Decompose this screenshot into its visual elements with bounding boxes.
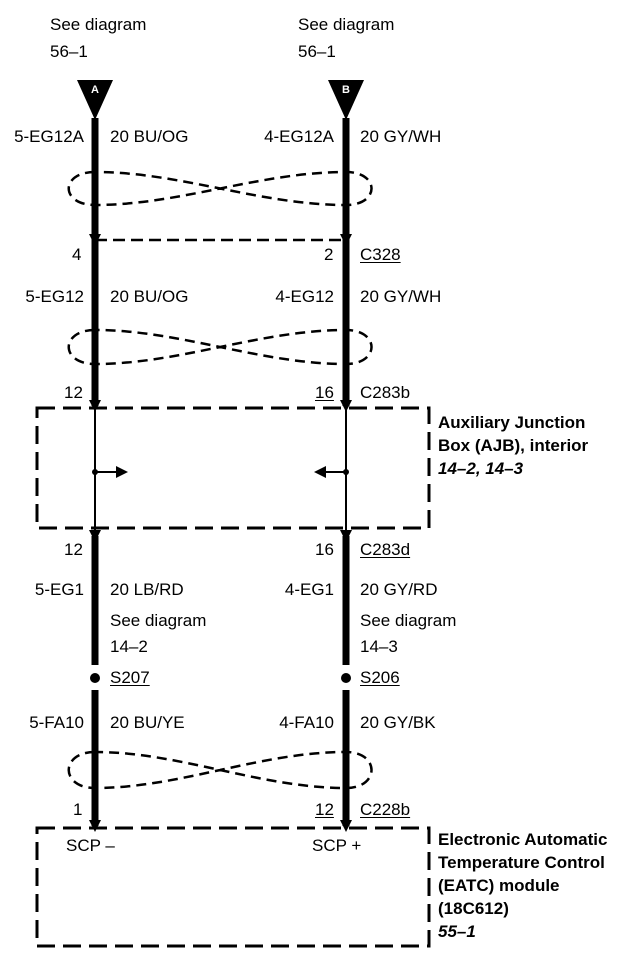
splice-dot-s206: [341, 673, 351, 683]
splice-dashes: [91, 600, 350, 665]
twisted-pair-3: [67, 750, 373, 790]
c328-connector-id: C328: [360, 245, 401, 264]
eatc-label-line4: (18C612): [438, 899, 509, 918]
ajb-page-ref: 14–2, 14–3: [438, 459, 524, 478]
eatc-pin-scp-minus: SCP –: [66, 836, 115, 855]
eatc-label-line2: Temperature Control: [438, 853, 605, 872]
right-page-ref: 14–3: [360, 637, 398, 656]
eatc-pin-scp-plus: SCP +: [312, 836, 362, 855]
seg3-left-wire: 20 LB/RD: [110, 580, 184, 599]
seg2-right-wire: 20 GY/WH: [360, 287, 442, 306]
seg4-left-circuit: 5-FA10: [29, 713, 84, 732]
seg3-right-circuit: 4-EG1: [284, 580, 334, 599]
seg3-left-circuit: 5-EG1: [34, 580, 84, 599]
eatc-box: [35, 820, 431, 948]
seg3-right-wire: 20 GY/RD: [360, 580, 438, 599]
seg4-right-wire: 20 GY/BK: [360, 713, 436, 732]
c283d-right-pin: 16: [315, 540, 334, 559]
seg2-left-circuit: 5-EG12: [25, 287, 84, 306]
seg4-left-wire: 20 BU/YE: [110, 713, 185, 732]
eatc-label-line3: (EATC) module: [438, 876, 560, 895]
ajb-box: [35, 400, 431, 542]
c228b-right-pin: 12: [315, 800, 334, 819]
eatc-page-ref: 55–1: [438, 922, 476, 941]
connector-marker-b: [328, 80, 364, 120]
ajb-label-line1: Auxiliary Junction: [438, 413, 586, 432]
marker-b-label: B: [342, 84, 350, 96]
seg1-left-wire: 20 BU/OG: [110, 127, 189, 146]
twisted-pair-2: [67, 328, 373, 366]
splice-s206-label: S206: [360, 668, 400, 687]
seg1-left-circuit: 5-EG12A: [14, 127, 84, 146]
top-right-page-ref: 56–1: [298, 42, 336, 61]
left-page-ref: 14–2: [110, 637, 148, 656]
seg1-right-wire: 20 GY/WH: [360, 127, 442, 146]
c228b-left-pin: 1: [73, 800, 83, 819]
c283d-left-pin: 12: [64, 540, 83, 559]
top-left-see-diagram: See diagram: [50, 15, 147, 34]
c283d-connector-id: C283d: [360, 540, 411, 559]
ajb-label-line2: Box (AJB), interior: [438, 436, 589, 455]
splice-s207-label: S207: [110, 668, 150, 687]
connector-line-c328: [89, 234, 352, 246]
marker-a-label: A: [91, 84, 99, 96]
top-right-see-diagram: See diagram: [298, 15, 395, 34]
seg4-right-circuit: 4-FA10: [279, 713, 334, 732]
c328-left-pin: 4: [72, 245, 82, 264]
top-left-page-ref: 56–1: [50, 42, 88, 61]
left-see-diagram: See diagram: [110, 611, 207, 630]
right-see-diagram: See diagram: [360, 611, 457, 630]
seg2-left-wire: 20 BU/OG: [110, 287, 189, 306]
eatc-label-line1: Electronic Automatic: [438, 830, 608, 849]
seg1-right-circuit: 4-EG12A: [264, 127, 334, 146]
seg2-right-circuit: 4-EG12: [275, 287, 334, 306]
c328-right-pin: 2: [324, 245, 334, 264]
twisted-pair-1: [67, 170, 373, 207]
c283b-connector-id: C283b: [360, 383, 411, 402]
splice-dot-s207: [90, 673, 100, 683]
c283b-right-pin: 16: [315, 383, 334, 402]
c228b-connector-id: C228b: [360, 800, 411, 819]
c283b-left-pin: 12: [64, 383, 83, 402]
connector-marker-a: [77, 80, 113, 120]
